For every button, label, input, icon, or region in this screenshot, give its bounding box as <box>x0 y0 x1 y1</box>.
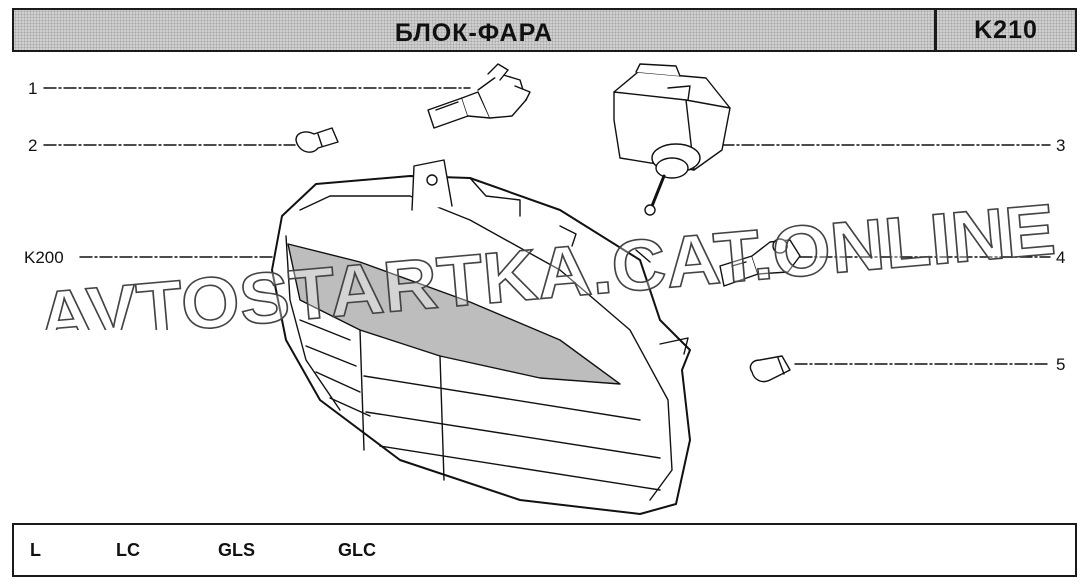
callout-2: 2 <box>28 136 38 155</box>
version-glc: GLC <box>338 540 376 560</box>
header-bar: БЛОК-ФАРА K210 <box>12 8 1077 52</box>
callout-5: 5 <box>1056 355 1066 374</box>
callout-1: 1 <box>28 79 38 98</box>
callout-3: 3 <box>1056 136 1066 155</box>
section-code: K210 <box>974 15 1038 44</box>
bulb-holder-part-4 <box>719 238 801 287</box>
title-cell: БЛОК-ФАРА <box>14 10 937 50</box>
version-gls: GLS <box>218 540 256 560</box>
callout-k200: K200 <box>24 248 64 267</box>
version-bar: L LC GLS GLC <box>12 523 1077 577</box>
small-bulb-part-5 <box>749 355 791 383</box>
headlamp-assembly <box>271 159 691 515</box>
headlamp-exploded-diagram <box>43 63 1051 515</box>
callout-4: 4 <box>1056 248 1066 267</box>
wedge-bulb-part-2 <box>295 127 339 153</box>
version-lc: LC <box>116 540 140 560</box>
halogen-bulb-part-1 <box>427 63 531 129</box>
version-l: L <box>30 540 41 560</box>
adjuster-motor-part-3 <box>613 63 731 216</box>
code-cell: K210 <box>937 10 1075 50</box>
page-title: БЛОК-ФАРА <box>394 18 554 47</box>
